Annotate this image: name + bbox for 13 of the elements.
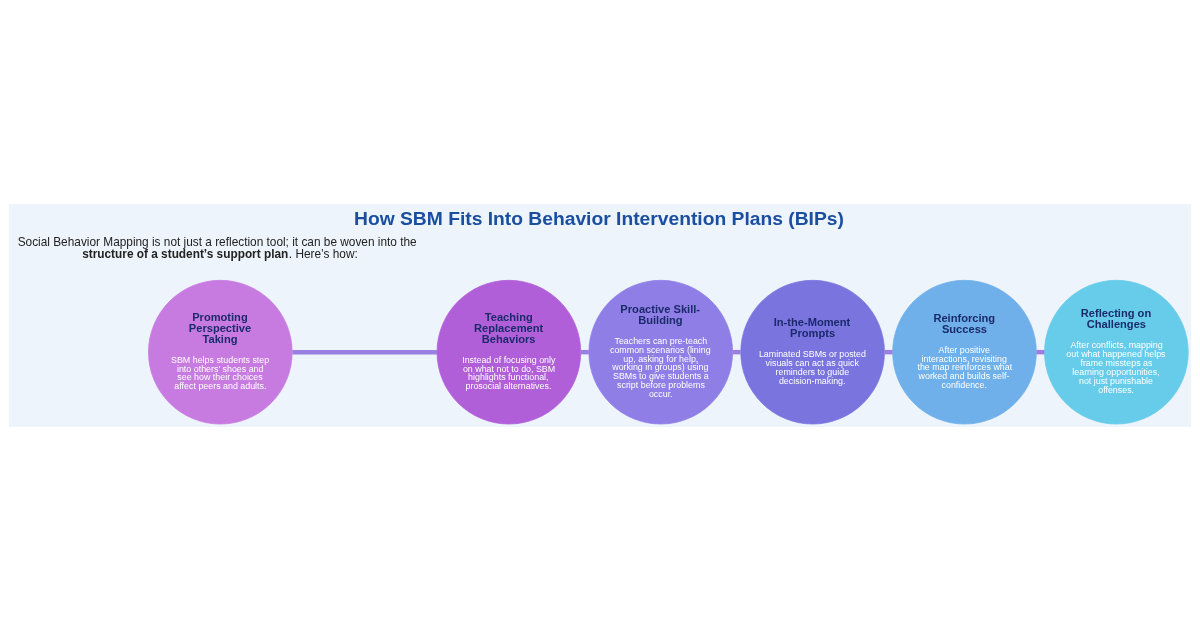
diagram-title: How SBM Fits Into Behavior Intervention Plans (BIPs) — [354, 207, 844, 229]
connector — [1036, 349, 1045, 354]
connector — [732, 349, 741, 354]
node-circle: Reflecting on Challenges After conflicts, mapping out what happened helps frame missteps as learning opportunities, not just punishable offenses. — [1044, 279, 1189, 424]
label: Social Behavior Mapping is not just a reflection tool; it can be woven into the structure of a student’s support plan. Here’s how: — [17, 234, 417, 261]
node-circle: Reinforcing Success After positive interactions, revisiting the map reinforces what worked and builds self-confidence. — [892, 279, 1037, 424]
connector — [292, 349, 437, 354]
node-circle: Proactive Skill-Building Teachers can pre-teach common scenarios (lining up, asking for help, working in groups) using SBMs to give students a script before problems occur. — [588, 279, 733, 424]
node-circle: In-the-Moment Prompts Laminated SBMs or posted visuals can act as quick reminders to guide decision-making. — [740, 279, 885, 424]
node-circle: Teaching Replacement Behaviors Instead of focusing only on what not to do, SBM highlights functional, prosocial alternatives. — [436, 279, 582, 424]
node-circle: Promoting Perspective Taking SBM helps students step into others’ shoes and see how their choices affect peers and adults. — [148, 279, 293, 424]
connector — [580, 349, 589, 354]
connector — [884, 349, 893, 354]
